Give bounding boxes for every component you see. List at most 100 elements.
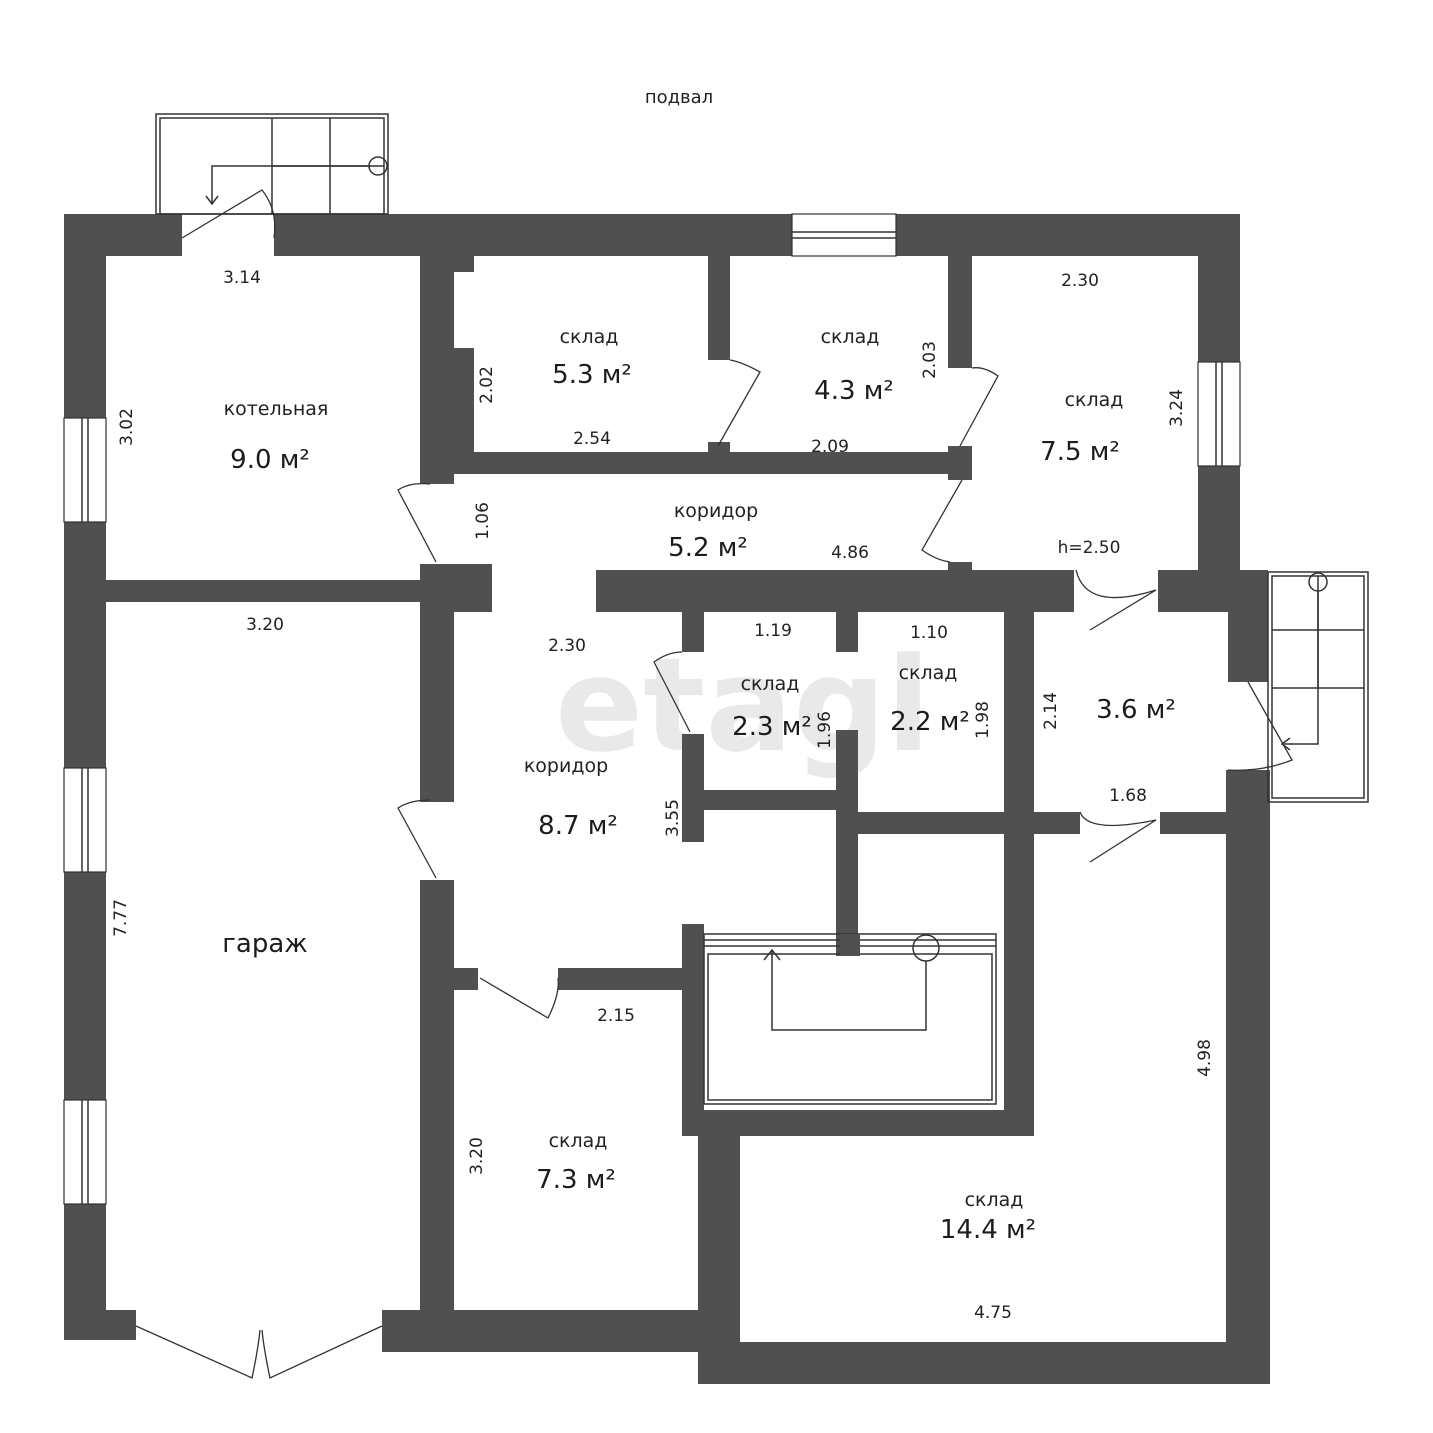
- wall-stair-left: [682, 924, 704, 1136]
- dim-store-g-w: 4.75: [974, 1303, 1012, 1323]
- door-boiler: [397, 482, 437, 563]
- wall-store-d-e: [836, 612, 858, 652]
- dim-corr-h: 3.55: [663, 799, 683, 837]
- room-area-store-a: 5.3 м²: [552, 360, 632, 390]
- wall-boiler-right-stub: [454, 256, 474, 272]
- wall-store-row-bottom: [420, 452, 972, 474]
- door-store-b: [959, 367, 999, 447]
- room-area-store-e: 2.2 м²: [890, 707, 970, 737]
- dim-garage-h: 7.77: [111, 899, 131, 937]
- door-hall-exit: [1227, 681, 1293, 771]
- wall-boiler-right: [420, 256, 454, 484]
- dim-hall-w: 1.68: [1109, 786, 1147, 806]
- room-name-corridor-main: коридор: [524, 755, 608, 777]
- door-store-c: [921, 479, 963, 563]
- wall-store-d-bottom: [704, 790, 858, 810]
- door-garage: [397, 799, 437, 879]
- dim-store-e-w: 1.10: [910, 623, 948, 643]
- wall-bottom-left: [64, 1310, 136, 1340]
- room-area-store-b: 4.3 м²: [814, 376, 894, 406]
- wall-store-e-right: [1004, 612, 1034, 1134]
- wall-store-d-left: [682, 612, 704, 652]
- room-area-corridor-main: 8.7 м²: [538, 811, 618, 841]
- wall-top-mid: [274, 214, 792, 256]
- window-boiler: [63, 417, 107, 523]
- wall-right-lower: [1226, 770, 1270, 1384]
- wall-garage-corridor-low: [420, 880, 454, 1332]
- room-area-store-f: 7.3 м²: [536, 1165, 616, 1195]
- wall-store-a-b: [708, 256, 730, 360]
- door-garage-left: [135, 1325, 261, 1379]
- wall-bottom-right: [698, 1342, 1270, 1384]
- room-name-corridor-top: коридор: [674, 500, 758, 522]
- room-name-store-d: склад: [741, 673, 800, 695]
- wall-right-jog: [1228, 570, 1268, 682]
- watermark: etagi: [555, 629, 931, 781]
- dim-corr-w: 2.30: [548, 636, 586, 656]
- dim-store-a-w: 2.54: [573, 429, 611, 449]
- wall-store-b-c: [948, 256, 972, 368]
- room-area-boiler: 9.0 м²: [230, 445, 310, 475]
- dim-boiler-h: 3.02: [117, 408, 137, 446]
- wall-corridor-store-f: [558, 968, 704, 990]
- dimensions: 3.14 3.02 2.02 2.54 2.09 2.03 2.30 3.24 …: [111, 268, 1215, 1323]
- room-name-garage: гараж: [222, 929, 307, 959]
- dim-garage-w: 3.20: [246, 615, 284, 635]
- window-garage-1: [63, 767, 107, 873]
- wall-boiler-right-stub2: [454, 348, 474, 454]
- room-name-store-f: склад: [549, 1130, 608, 1152]
- dim-corr-top-h: 1.06: [473, 502, 493, 540]
- wall-mid-horizontal-right: [1158, 570, 1228, 612]
- dim-store-d-w: 1.19: [754, 621, 792, 641]
- wall-step-store-f: [698, 1134, 740, 1384]
- dim-store-c-h: 3.24: [1167, 389, 1187, 427]
- dim-corr-top-w: 4.86: [831, 543, 869, 563]
- door-store-d: [653, 651, 691, 733]
- stair-right-outline: [1267, 571, 1369, 803]
- wall-store-b-c-low: [948, 446, 972, 480]
- stairs: [155, 113, 1369, 1105]
- window-top: [791, 213, 897, 257]
- door-hall-bottom: [1079, 811, 1157, 863]
- room-labels: котельная 9.0 м² склад 5.3 м² склад 4.3 …: [222, 326, 1176, 1245]
- room-area-corridor-top: 5.2 м²: [668, 533, 748, 563]
- window-store-c: [1197, 361, 1241, 467]
- dim-boiler-w: 3.14: [223, 268, 261, 288]
- wall-garage-corridor-top: [420, 564, 492, 612]
- room-area-store-d: 2.3 м²: [732, 712, 812, 742]
- wall-garage-corridor: [420, 612, 454, 802]
- room-name-store-g: склад: [965, 1189, 1024, 1211]
- wall-corridor-store-f-left: [454, 968, 478, 990]
- window-garage-2: [63, 1099, 107, 1205]
- wall-store-a-b-low: [708, 442, 730, 454]
- door-store-a: [717, 359, 761, 447]
- dim-store-f-w: 2.15: [597, 1006, 635, 1026]
- room-height-store-c: h=2.50: [1058, 538, 1121, 558]
- dim-store-c-w: 2.30: [1061, 271, 1099, 291]
- wall-mid-horizontal: [596, 570, 1074, 612]
- door-store-f: [479, 977, 559, 1019]
- wall-boiler-garage: [106, 580, 422, 602]
- dim-store-f-h: 3.20: [467, 1137, 487, 1175]
- dim-hall-h: 2.14: [1041, 692, 1061, 730]
- room-name-boiler: котельная: [224, 398, 329, 420]
- door-garage-right: [261, 1325, 383, 1379]
- wall-stair-bottom: [682, 1110, 1034, 1136]
- room-area-store-g: 14.4 м²: [940, 1215, 1036, 1245]
- dim-store-b-w: 2.09: [811, 437, 849, 457]
- door-hall-top: [1075, 569, 1157, 631]
- windows: [63, 213, 1241, 1205]
- room-name-store-b: склад: [821, 326, 880, 348]
- dim-store-d-h: 1.96: [815, 711, 835, 749]
- wall-store-e-bottom: [858, 812, 1080, 834]
- dim-store-g-h: 4.98: [1195, 1039, 1215, 1077]
- dim-store-a-h: 2.02: [477, 366, 497, 404]
- stair-internal-outline: [703, 933, 997, 1105]
- dim-store-b-h: 2.03: [920, 341, 940, 379]
- wall-hall-bottom-right: [1160, 812, 1228, 834]
- wall-top-right: [896, 214, 1240, 256]
- dim-store-e-h: 1.98: [973, 701, 993, 739]
- room-name-store-e: склад: [899, 662, 958, 684]
- room-name-store-c: склад: [1065, 389, 1124, 411]
